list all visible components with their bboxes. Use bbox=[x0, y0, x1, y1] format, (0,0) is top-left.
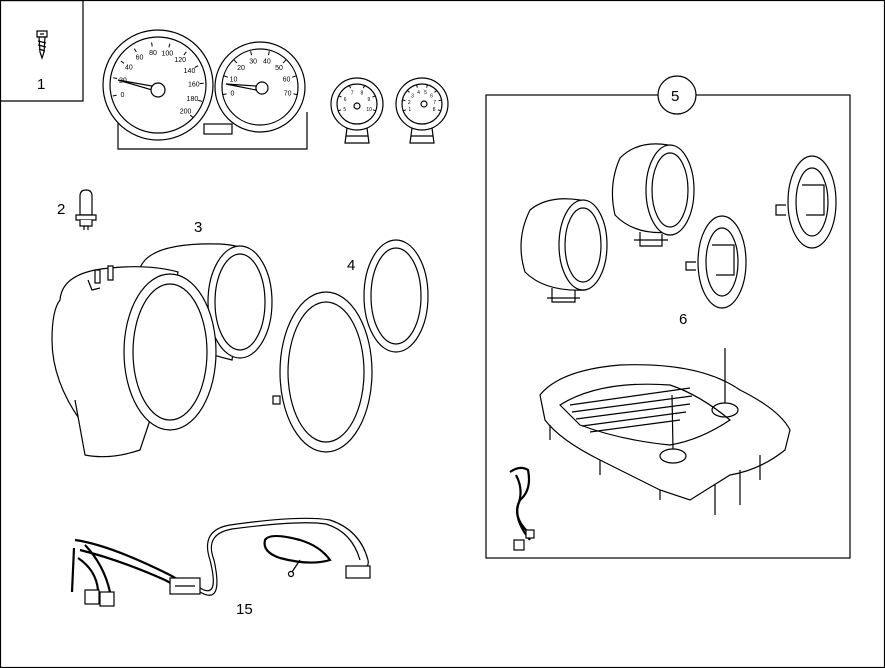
gauge-tick-label: 180 bbox=[187, 96, 199, 103]
pod-bezel-b bbox=[775, 155, 837, 249]
small-gauge-a: 5 67 89 10 bbox=[330, 77, 384, 144]
gauge-tick-label: 40 bbox=[125, 64, 133, 71]
part-label-6: 6 bbox=[679, 311, 687, 328]
gauge-tick-mark bbox=[113, 77, 118, 80]
pod-bezel-a bbox=[685, 215, 747, 309]
gauge-tick-label: 3 bbox=[411, 94, 414, 100]
pod-left bbox=[520, 198, 608, 303]
gauge-tick-label: 10 bbox=[366, 107, 372, 113]
gauge-tick-label: 7 bbox=[351, 90, 354, 96]
gauge-tick-mark bbox=[233, 59, 238, 64]
gauge-tick-mark bbox=[416, 84, 418, 88]
gauge-tick-mark bbox=[112, 94, 117, 97]
part-3-housing: 3 bbox=[51, 219, 273, 458]
gauge-tick-mark bbox=[282, 59, 287, 64]
gauge-tick-mark bbox=[293, 93, 298, 96]
gauge-tick-mark bbox=[222, 93, 227, 96]
part-15-harness: 15 bbox=[70, 517, 371, 618]
part-label-1: 1 bbox=[37, 76, 45, 93]
gauge-tick-mark bbox=[133, 48, 137, 53]
gauge-tick-label: 160 bbox=[188, 82, 200, 89]
part-2-bulb: 2 bbox=[57, 189, 97, 230]
gauge-tick-mark bbox=[292, 75, 297, 78]
gauge-tick-label: 9 bbox=[368, 97, 371, 103]
gauge-tick-mark bbox=[426, 84, 428, 88]
gauge-tick-mark bbox=[198, 99, 203, 102]
gauge-tick-label: 80 bbox=[149, 50, 157, 57]
gauge-tick-label: 7 bbox=[433, 100, 436, 106]
gauge-tick-label: 0 bbox=[121, 92, 125, 99]
screw-icon bbox=[36, 30, 48, 60]
small-harness bbox=[509, 466, 535, 551]
gauge-tick-mark bbox=[151, 42, 153, 47]
gauge-tick-mark bbox=[267, 51, 270, 56]
gauge-tick-mark bbox=[406, 90, 410, 93]
gauge-tick-mark bbox=[434, 90, 438, 93]
gauge-tick-label: 70 bbox=[284, 90, 292, 97]
gauge-tick-mark bbox=[403, 109, 407, 112]
gauge-tick-mark bbox=[183, 51, 187, 56]
part-label-2: 2 bbox=[57, 201, 65, 218]
dash-mount bbox=[539, 348, 791, 515]
gauge-tick-label: 8 bbox=[361, 90, 364, 96]
gauge-tick-label: 10 bbox=[230, 77, 238, 84]
gauge-tick-label: 8 bbox=[433, 107, 436, 113]
gauge-tick-mark bbox=[372, 109, 376, 112]
gauge-tick-label: 6 bbox=[430, 94, 433, 100]
part-label-15: 15 bbox=[236, 601, 253, 618]
gauge-tick-mark bbox=[437, 109, 441, 112]
gauge-tick-mark bbox=[362, 85, 365, 89]
gauge-tick-mark bbox=[338, 95, 342, 98]
gauge-tick-label: 20 bbox=[237, 65, 245, 72]
gauge-tick-mark bbox=[250, 51, 253, 56]
gauge-tick-label: 5 bbox=[343, 107, 346, 113]
gauge-tick-label: 5 bbox=[424, 90, 427, 96]
gauge-tick-label: 30 bbox=[249, 58, 257, 65]
gauge-tick-mark bbox=[349, 85, 352, 89]
part-label-3: 3 bbox=[194, 219, 202, 236]
gauge-tick-label: 120 bbox=[174, 57, 186, 64]
gauge-tick-label: 0 bbox=[230, 90, 234, 97]
gauge-tick-mark bbox=[194, 65, 199, 69]
gauge-tick-label: 60 bbox=[136, 55, 144, 62]
gauge-tick-mark bbox=[438, 99, 442, 102]
gauge-tick-label: 6 bbox=[344, 97, 347, 103]
part-5-box: 5 6 bbox=[485, 75, 851, 559]
instrument-cluster: 020406080100120140160180200 010203040506… bbox=[102, 29, 308, 150]
odometer-window bbox=[203, 123, 233, 135]
gauge-tick-mark bbox=[402, 99, 406, 102]
gauge-tick-label: 2 bbox=[408, 100, 411, 106]
gauge-tick-mark bbox=[189, 114, 194, 118]
pod-right bbox=[611, 143, 695, 247]
part-4-bezels: 4 bbox=[272, 239, 429, 453]
part-label-4: 4 bbox=[347, 257, 355, 274]
gauge-tick-label: 40 bbox=[263, 58, 271, 65]
part-1-box: 1 bbox=[0, 0, 84, 102]
gauge-tick-label: 1 bbox=[408, 107, 411, 113]
gauge-tick-mark bbox=[168, 43, 171, 48]
gauge-tick-mark bbox=[120, 60, 125, 64]
gauge-tick-mark bbox=[372, 95, 376, 98]
part-label-5: 5 bbox=[671, 88, 679, 105]
gauge-tick-label: 100 bbox=[161, 51, 173, 58]
gauge-tick-label: 4 bbox=[417, 90, 420, 96]
gauge-tick-label: 200 bbox=[180, 109, 192, 116]
gauge-tick-mark bbox=[338, 109, 342, 112]
gauge-tick-label: 60 bbox=[283, 77, 291, 84]
gauge-tick-label: 50 bbox=[275, 65, 283, 72]
gauge-tick-mark bbox=[223, 75, 228, 78]
gauge-tick-label: 140 bbox=[184, 68, 196, 75]
